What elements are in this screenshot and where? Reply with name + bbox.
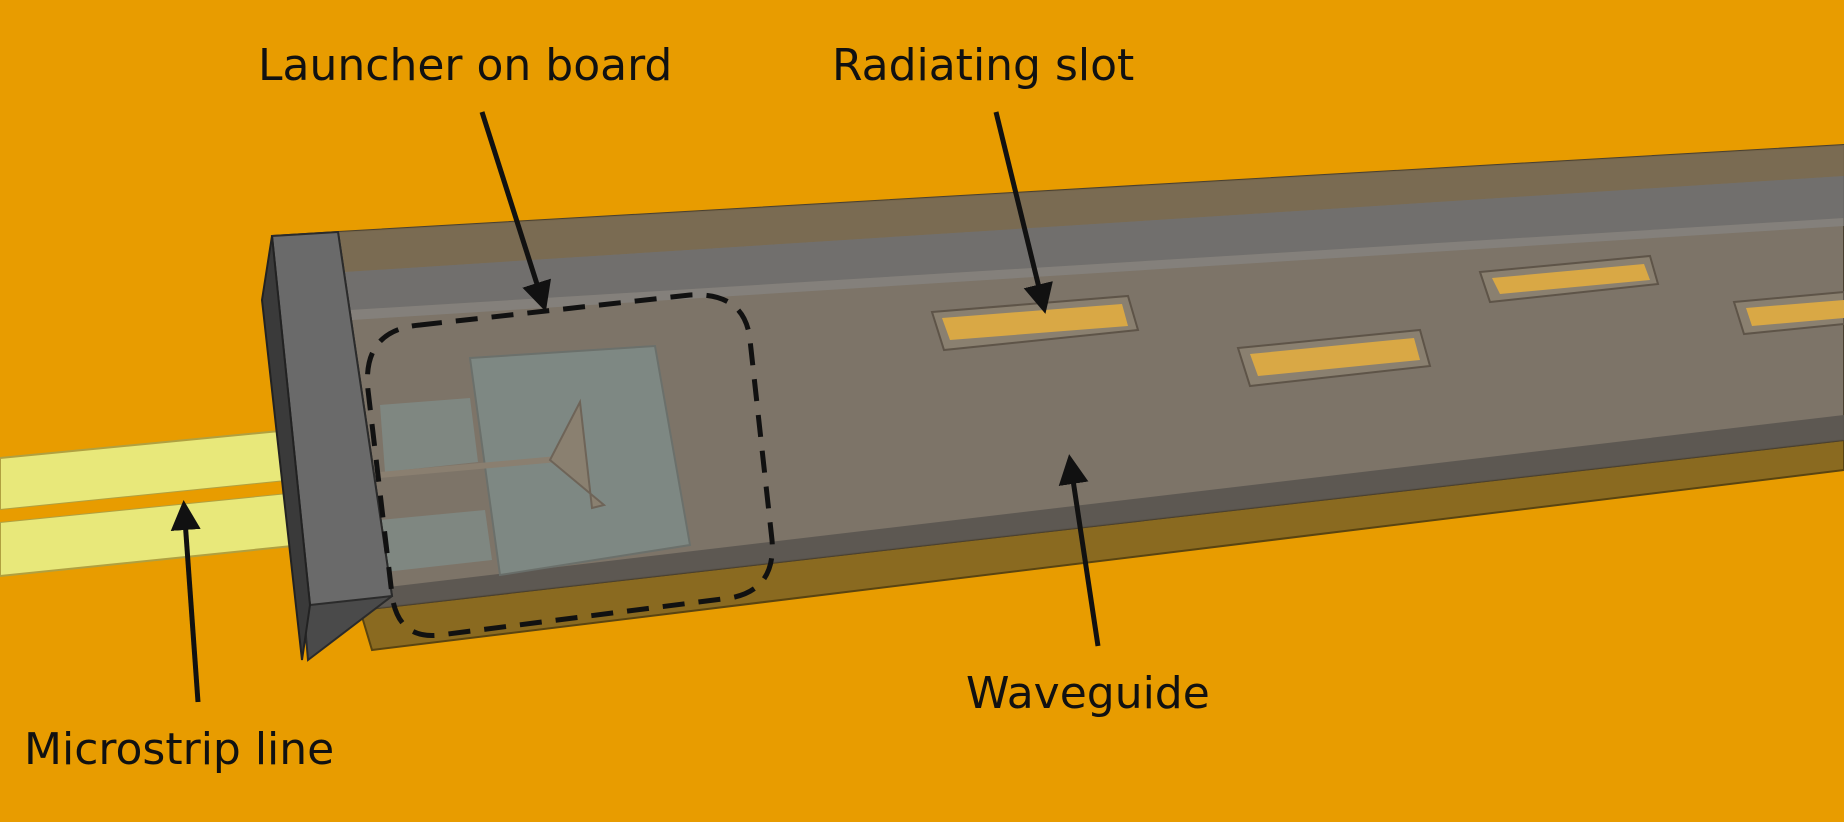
radiating-slot [930,294,1140,352]
waveguide-label: Waveguide [966,668,1210,719]
waveguide-flange [260,230,394,662]
launcher-board [379,344,692,577]
slot-label: Radiating slot [832,40,1135,91]
radiating-slot [1732,290,1844,336]
radiating-slot [1478,254,1660,304]
radiating-slot [1236,328,1432,388]
microstrip-board [0,428,304,578]
launcher-dashed-outline [364,292,775,638]
microstrip-label: Microstrip line [24,724,335,775]
waveguide-body [336,143,1844,652]
launcher-label: Launcher on board [258,40,673,91]
slot-arrow [993,111,1053,314]
waveguide-arrow [1058,454,1101,647]
microstrip-arrow [170,500,201,703]
launcher-arrow [479,111,551,312]
